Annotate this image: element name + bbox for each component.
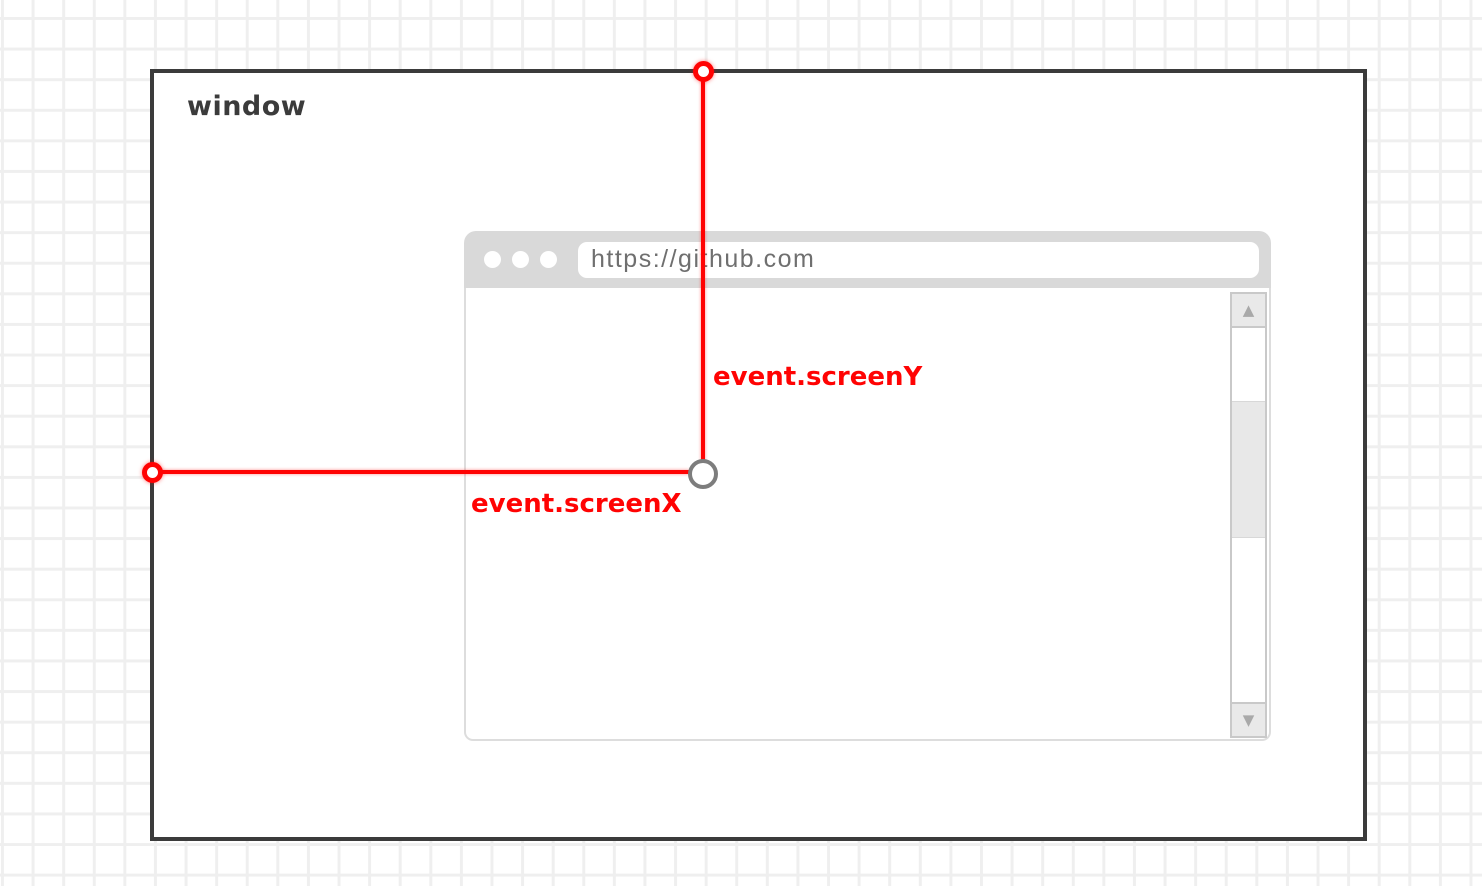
window-outline: window https://github.com ▲ ▼ — [150, 69, 1367, 841]
window-control-dot-icon — [484, 251, 501, 268]
scroll-down-button[interactable]: ▼ — [1230, 702, 1267, 738]
browser-window: https://github.com ▲ ▼ — [464, 231, 1271, 741]
scroll-up-icon: ▲ — [1242, 300, 1255, 319]
window-controls — [484, 251, 557, 268]
scrollbar-track[interactable] — [1230, 328, 1267, 702]
browser-titlebar: https://github.com — [464, 231, 1271, 288]
window-control-dot-icon — [512, 251, 529, 268]
address-bar-url: https://github.com — [591, 245, 816, 273]
address-bar[interactable]: https://github.com — [578, 241, 1259, 278]
window-label: window — [187, 91, 307, 122]
browser-viewport: ▲ ▼ — [464, 288, 1271, 741]
scroll-up-button[interactable]: ▲ — [1230, 292, 1267, 328]
scrollbar-thumb[interactable] — [1232, 401, 1265, 538]
scroll-down-icon: ▼ — [1242, 710, 1255, 729]
window-control-dot-icon — [540, 251, 557, 268]
scrollbar[interactable]: ▲ ▼ — [1230, 292, 1267, 738]
